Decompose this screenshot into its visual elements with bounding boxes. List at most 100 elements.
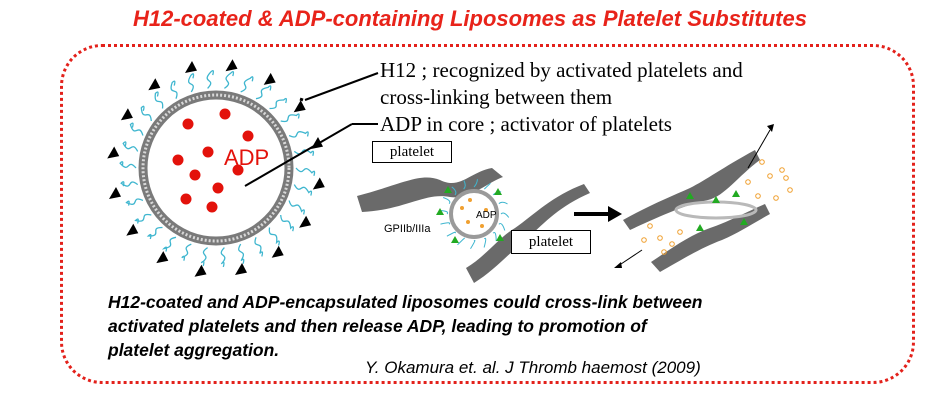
released-adp-dot (783, 175, 789, 181)
h12-chain (122, 141, 139, 152)
release-arrow-up-head (767, 124, 774, 132)
small-h12-chain (498, 223, 506, 231)
h12-chains (119, 69, 316, 268)
receptor-label: GPIIb/IIIa (384, 223, 431, 235)
small-adp-dot (466, 220, 470, 224)
small-h12-chain (483, 237, 487, 248)
small-h12-chain (443, 197, 451, 205)
h12-marker (271, 245, 284, 258)
h12-marker (312, 177, 325, 190)
h12-label-line2: cross-linking between them (380, 85, 613, 109)
adp-pointer (244, 123, 353, 187)
h12-chain (220, 247, 226, 268)
small-h12-chain (463, 180, 466, 190)
small-h12-chain (451, 186, 457, 196)
adp-dot (212, 182, 224, 194)
release-arrow-up (747, 129, 771, 169)
right-receptor-mark (712, 196, 720, 203)
receptor-mark (496, 234, 504, 241)
transition-arrow-head (608, 206, 622, 222)
small-adp-dots (460, 198, 488, 228)
caption: H12-coated and ADP-encapsulated liposome… (108, 290, 828, 362)
caption-line-3: platelet aggregation. (108, 340, 280, 360)
h12-chain (238, 243, 245, 264)
h12-chain (255, 85, 272, 100)
receptors (436, 186, 504, 243)
h12-chain (288, 131, 309, 138)
receptor-mark (436, 208, 444, 215)
released-adp-dot (647, 223, 653, 229)
right-receptor-mark (696, 224, 704, 231)
adp-dot (219, 108, 231, 120)
released-adp-dot (669, 241, 675, 247)
h12-marker (225, 59, 238, 72)
receptor-mark (451, 236, 459, 243)
platelet-right-bottom (651, 204, 770, 272)
caption-line-2: activated platelets and then release ADP… (108, 316, 647, 336)
h12-pointer (304, 72, 379, 101)
h12-label-line1: H12 ; recognized by activated platelets … (380, 58, 743, 82)
h12-marker (156, 251, 169, 264)
h12-chain (269, 97, 288, 110)
small-h12-chain (470, 239, 476, 250)
right-receptor-mark (732, 190, 740, 197)
released-adp-dot (755, 193, 761, 199)
caption-line-1: H12-coated and ADP-encapsulated liposome… (108, 292, 703, 312)
released-adp-dot (745, 179, 751, 185)
receptor-mark (444, 186, 452, 193)
h12-marker (263, 72, 276, 85)
right-receptor-mark (740, 218, 748, 225)
adp-dot (242, 130, 254, 142)
h12-chain (293, 184, 313, 196)
platelet-right-top (623, 150, 760, 230)
h12-markers (107, 59, 325, 277)
h12-chain (154, 91, 164, 109)
small-liposome (449, 189, 499, 239)
small-h12-chain (492, 231, 497, 242)
released-adp-dot (677, 229, 683, 235)
small-h12-chain (473, 179, 478, 188)
adp-dot (206, 201, 218, 213)
h12-chain (240, 76, 254, 93)
released-adp-dot (641, 237, 647, 243)
h12-chain (188, 73, 195, 93)
page-title: H12-coated & ADP-containing Liposomes as… (133, 6, 807, 31)
right-receptor-mark (686, 192, 694, 199)
platelet-label-top: platelet (372, 141, 452, 163)
released-adp-dot (779, 167, 785, 173)
release-arrow-down-head (614, 262, 622, 268)
h12-marker (194, 264, 207, 277)
released-adp-dot (767, 173, 773, 179)
small-adp-dot (484, 208, 488, 212)
h12-chain (254, 237, 264, 257)
h12-chain (181, 243, 192, 261)
adp-dots (172, 108, 254, 213)
released-adp-dot (787, 187, 793, 193)
platelet-label-bottom: platelet (511, 230, 591, 254)
h12-pointer-bar (299, 97, 304, 102)
h12-marker (185, 61, 197, 73)
released-adp-dot (657, 235, 663, 241)
platelet-top (357, 168, 503, 212)
h12-chain (295, 167, 316, 176)
small-core-label: ADP (476, 210, 497, 221)
small-h12-chain (498, 201, 508, 205)
h12-chain (125, 198, 144, 206)
release-arrow-down (617, 249, 643, 267)
released-adp-dot (773, 195, 779, 201)
dotted-frame (60, 44, 915, 384)
adp-dot (172, 154, 184, 166)
h12-chain (161, 236, 177, 252)
h12-marker (299, 215, 312, 228)
liposome-core-label: ADP (224, 145, 269, 170)
small-h12-chain (446, 231, 457, 237)
h12-chain (288, 200, 305, 215)
receptor-mark (494, 188, 502, 195)
h12-chain (200, 247, 208, 267)
citation: Y. Okamura et. al. J Thromb haemost (200… (365, 358, 701, 377)
h12-chain (224, 70, 235, 89)
released-adp-dot (661, 249, 667, 255)
small-adp-dot (480, 224, 484, 228)
h12-chain (140, 105, 152, 122)
